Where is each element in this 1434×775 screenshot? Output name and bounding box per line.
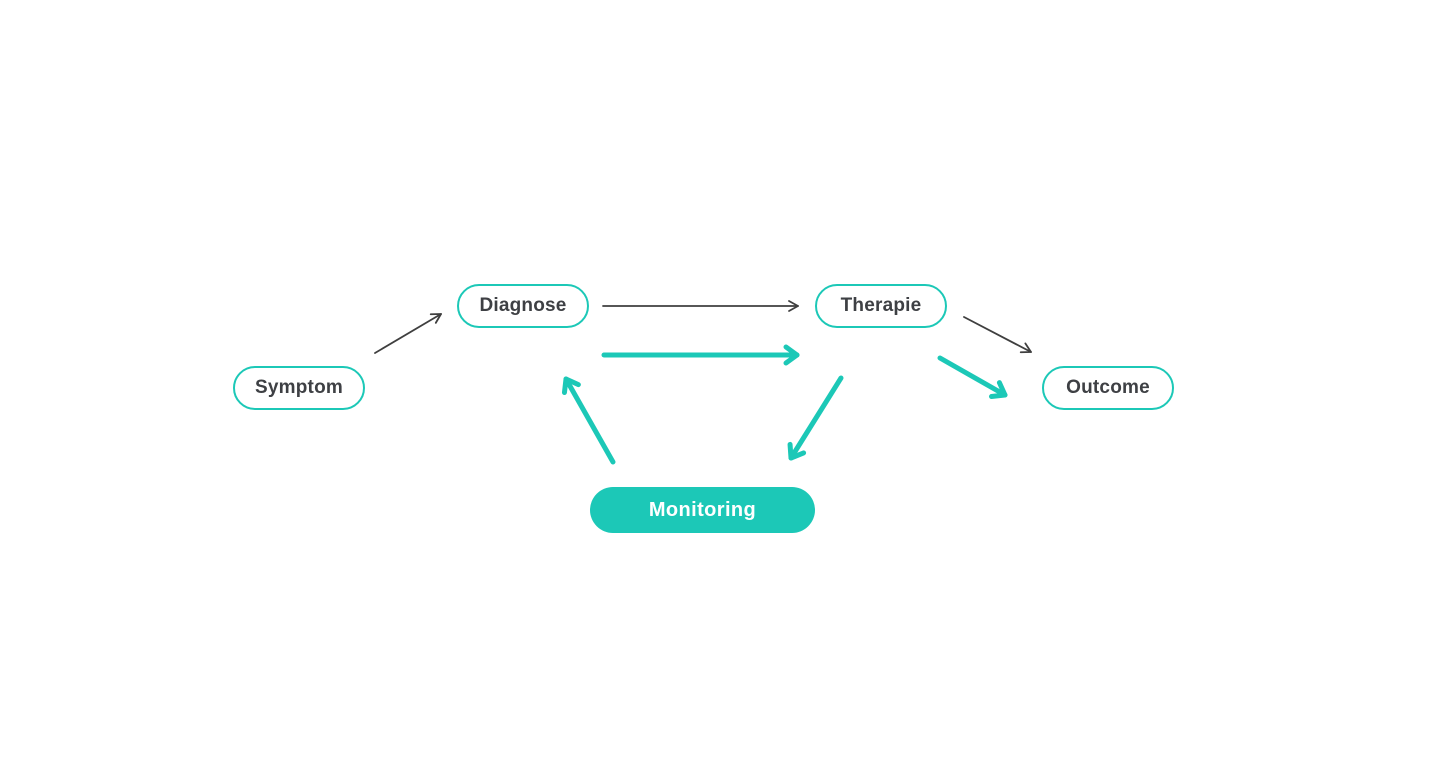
node-monitoring: Monitoring — [590, 487, 815, 533]
therapie-to-outcome-arrow — [963, 316, 1032, 354]
symptom-to-diagnose-arrow — [374, 313, 442, 354]
node-outcome: Outcome — [1042, 366, 1174, 410]
therapie-to-outcome-teal-arrow — [937, 355, 1008, 400]
node-therapie: Therapie — [815, 284, 947, 328]
monitoring-to-diagnose-arrow — [561, 376, 616, 465]
node-symptom: Symptom — [233, 366, 365, 410]
therapie-to-monitoring-arrow — [787, 375, 844, 461]
node-diagnose: Diagnose — [457, 284, 589, 328]
